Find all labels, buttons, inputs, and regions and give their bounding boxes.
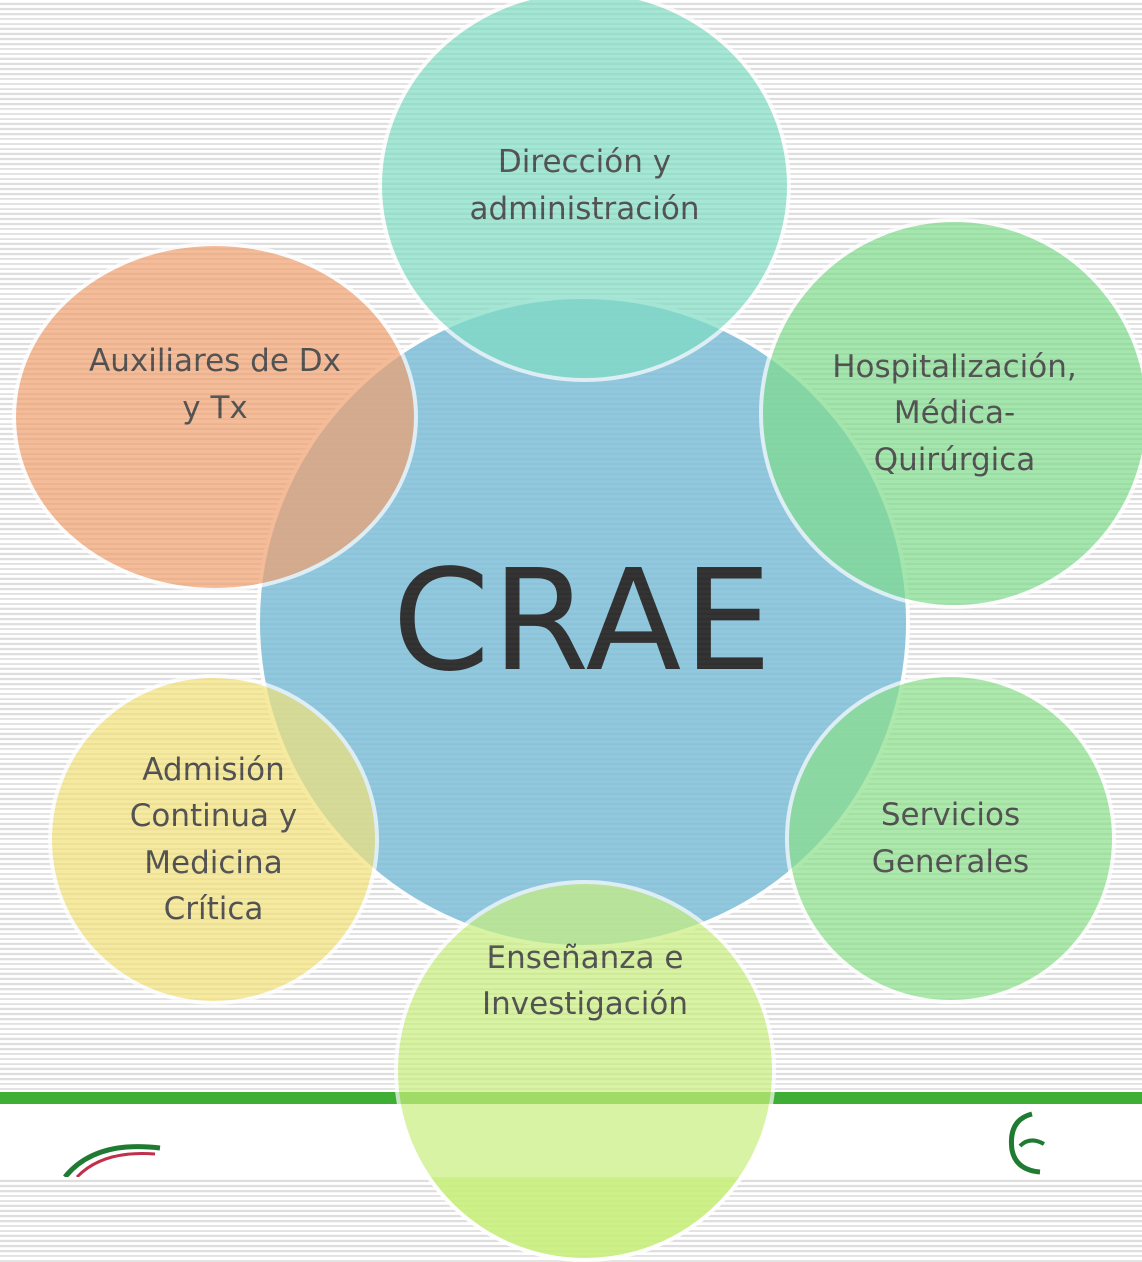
- logo-right: [1008, 1111, 1045, 1175]
- admision-label: Admisión Continua y Medicina Crítica: [129, 751, 298, 928]
- hospitalizacion-circle: Hospitalización, Médica- Quirúrgica: [759, 218, 1142, 609]
- ensenanza-label: Enseñanza e Investigación: [481, 939, 689, 1023]
- crae-center-label: CRAE: [392, 540, 774, 703]
- servicios-circle: Servicios Generales: [785, 673, 1116, 1004]
- direccion-label: Dirección y administración: [469, 144, 700, 227]
- servicios-label: Servicios Generales: [871, 797, 1030, 880]
- direccion-circle: Dirección y administración: [378, 0, 791, 382]
- hospitalizacion-label: Hospitalización, Médica- Quirúrgica: [832, 348, 1077, 478]
- crae-diagram: CRAE Dirección y administración Hospital…: [12, 0, 1142, 1262]
- auxiliares-label: Auxiliares de Dx y Tx: [89, 343, 341, 426]
- auxiliares-circle: Auxiliares de Dx y Tx: [12, 242, 418, 592]
- admision-circle: Admisión Continua y Medicina Crítica: [48, 674, 379, 1005]
- logo-left: [63, 1144, 161, 1177]
